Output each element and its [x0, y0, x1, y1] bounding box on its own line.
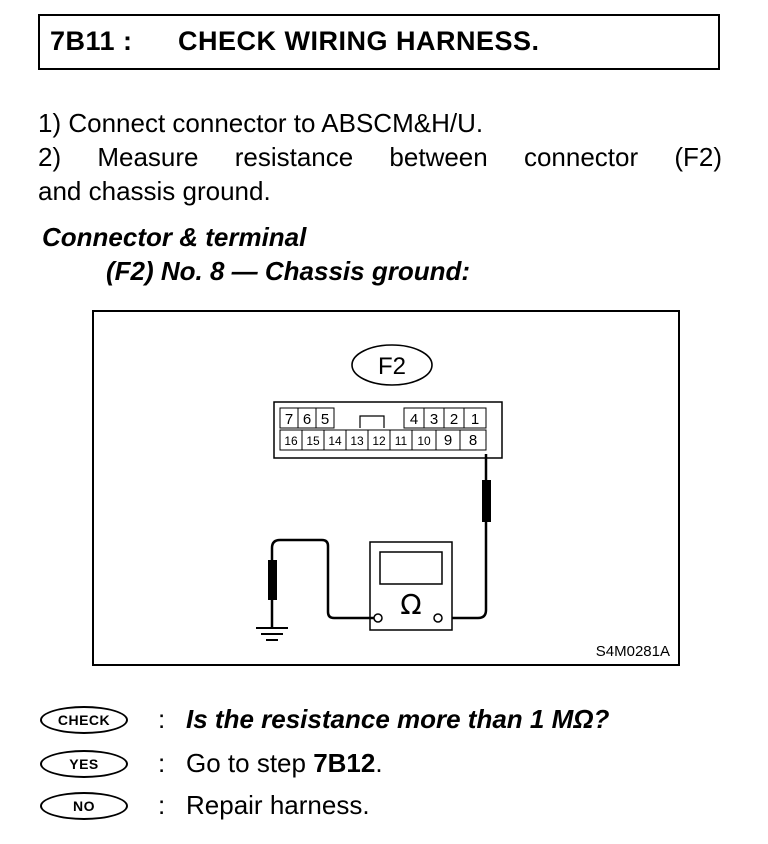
instruction-2-line-1: 2) Measure resistance between connector …: [38, 142, 722, 172]
pin-number: 8: [469, 432, 477, 449]
step-id: 7B11 :: [50, 26, 133, 56]
connector-terminal-label: Connector & terminal: [42, 222, 307, 252]
step-title-box: 7B11 : CHECK WIRING HARNESS.: [38, 14, 720, 70]
yes-action: Go to step 7B12.: [186, 748, 383, 779]
pin-number: 4: [410, 411, 418, 428]
pin-number: 7: [285, 411, 293, 428]
pin-cell: [459, 429, 487, 451]
step-heading: CHECK WIRING HARNESS.: [178, 26, 540, 56]
connector-key-gap: [334, 408, 404, 428]
pin-number: 1: [471, 411, 479, 428]
pin-number: 5: [321, 411, 329, 428]
pin-cell: [463, 407, 487, 429]
yes-step-link[interactable]: 7B12: [313, 748, 376, 778]
connector-key-icon: [359, 415, 385, 428]
pin-number: 9: [444, 432, 452, 449]
pin-number: 14: [328, 434, 342, 448]
no-action: Repair harness.: [186, 790, 370, 820]
figure-code: S4M0281A: [595, 643, 670, 660]
pin-number: 11: [395, 434, 408, 448]
pin-number: 2: [450, 411, 458, 428]
yes-colon: :: [158, 748, 166, 778]
pin-number: 13: [350, 434, 364, 448]
check-badge: CHECK: [40, 706, 128, 734]
probe-lead-right: [438, 522, 488, 620]
yes-badge: YES: [40, 750, 128, 778]
ohmmeter-icon: Ω: [369, 541, 453, 631]
pin-number: 15: [306, 434, 320, 448]
yes-prefix: Go to step: [186, 748, 314, 778]
black-probe-icon: [268, 560, 277, 600]
connector-name: F2: [378, 353, 406, 380]
red-probe-icon: [482, 480, 491, 522]
check-colon: :: [158, 704, 166, 734]
probe-lead-left: [270, 538, 374, 620]
pin-cell: [315, 407, 335, 429]
check-question: Is the resistance more than 1 MΩ?: [186, 704, 610, 734]
pin-number: 3: [430, 411, 438, 428]
no-badge: NO: [40, 792, 128, 820]
pin-number: 10: [417, 434, 431, 448]
connector-outline: [273, 401, 503, 459]
connector-terminal-spec: (F2) No. 8 — Chassis ground:: [106, 256, 471, 286]
chassis-ground-icon: [256, 627, 288, 641]
instruction-2: 2) Measure resistance between connector …: [38, 140, 722, 208]
yes-suffix: .: [375, 748, 383, 778]
ohm-symbol: Ω: [400, 588, 421, 621]
instruction-1: 1) Connect connector to ABSCM&H/U.: [38, 108, 484, 138]
pin-number: 6: [303, 411, 311, 428]
instruction-2-line-2: and chassis ground.: [38, 176, 271, 206]
pin-number: 16: [284, 434, 298, 448]
connector-name-bubble: [351, 344, 433, 386]
no-colon: :: [158, 790, 166, 820]
pin-number: 12: [372, 434, 386, 448]
